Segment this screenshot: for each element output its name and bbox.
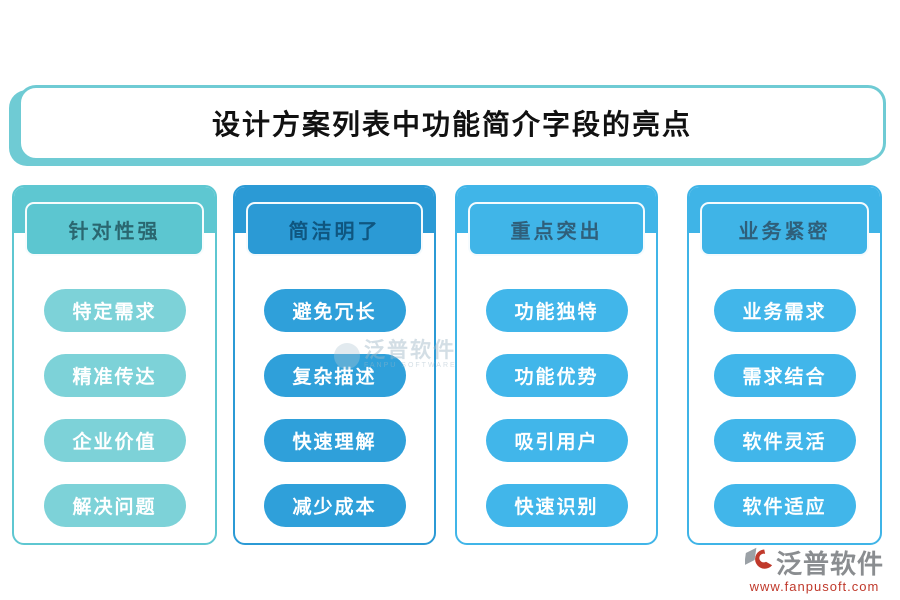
feature-pill: 功能独特 [485,289,628,332]
brand-url: www.fanpusoft.com [749,579,880,594]
category-card-targeted: 针对性强 特定需求 精准传达 企业价值 解决问题 [12,185,217,545]
feature-pill: 企业价值 [43,419,186,462]
category-header: 重点突出 [468,202,645,256]
feature-pill: 特定需求 [43,289,186,332]
fanpu-logo-icon [744,545,773,580]
feature-list: 业务需求 需求结合 软件灵活 软件适应 [689,289,880,527]
page-title: 设计方案列表中功能简介字段的亮点 [211,109,692,140]
feature-pill: 需求结合 [713,354,856,397]
feature-pill: 业务需求 [713,289,856,332]
feature-pill: 复杂描述 [263,354,406,397]
category-card-business: 业务紧密 业务需求 需求结合 软件灵活 软件适应 [687,185,882,545]
feature-pill: 功能优势 [485,354,628,397]
footer-brand: 泛普软件 www.fanpusoft.com [744,544,884,594]
feature-pill: 解决问题 [43,484,186,527]
category-card-concise: 简洁明了 避免冗长 复杂描述 快速理解 减少成本 [233,185,436,545]
brand-name: 泛普软件 [775,549,884,579]
title-banner: 设计方案列表中功能简介字段的亮点 [18,85,886,161]
feature-pill: 快速识别 [485,484,628,527]
feature-pill: 避免冗长 [263,289,406,332]
feature-pill: 吸引用户 [485,419,628,462]
category-header: 业务紧密 [700,202,869,256]
category-card-highlight: 重点突出 功能独特 功能优势 吸引用户 快速识别 [455,185,658,545]
feature-pill: 软件适应 [713,484,856,527]
feature-list: 特定需求 精准传达 企业价值 解决问题 [14,289,215,527]
feature-pill: 减少成本 [263,484,406,527]
category-header: 针对性强 [25,202,204,256]
category-header: 简洁明了 [246,202,423,256]
feature-pill: 快速理解 [263,419,406,462]
feature-list: 功能独特 功能优势 吸引用户 快速识别 [457,289,656,527]
feature-pill: 精准传达 [43,354,186,397]
feature-pill: 软件灵活 [713,419,856,462]
feature-list: 避免冗长 复杂描述 快速理解 减少成本 [235,289,434,527]
